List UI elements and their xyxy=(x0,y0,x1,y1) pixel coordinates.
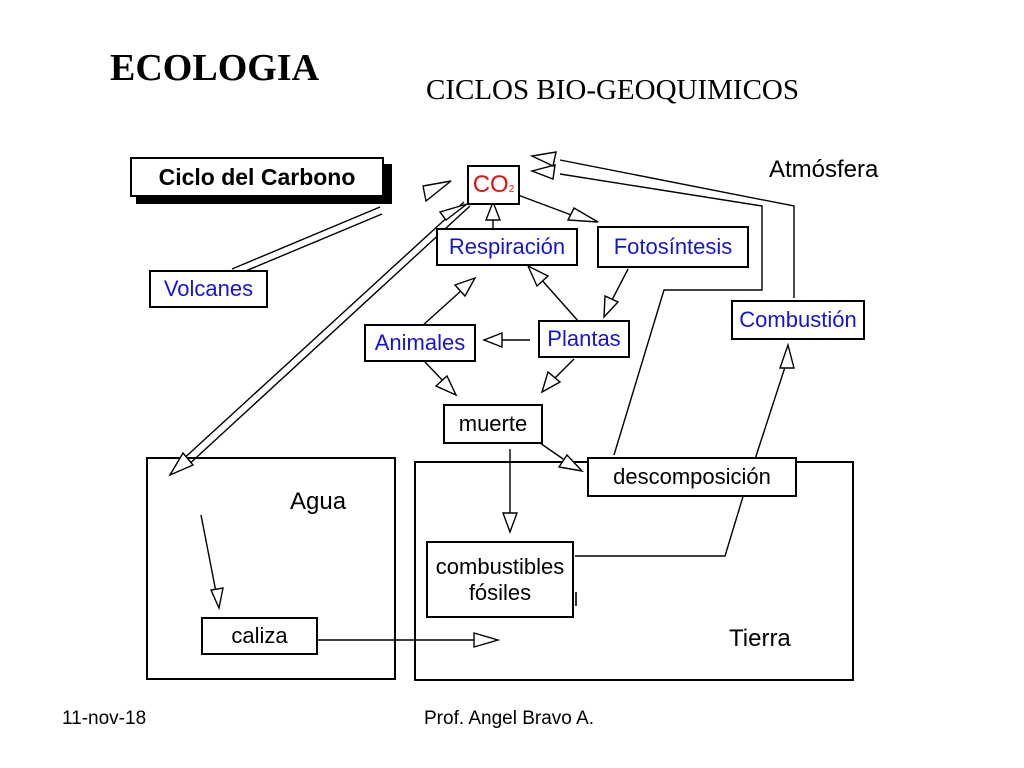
arrow-fotosintesis-plantas xyxy=(611,268,629,301)
arrow-plantas-muerte xyxy=(554,358,575,379)
arrow-animales-respiracion xyxy=(421,289,463,327)
water-region xyxy=(146,457,396,680)
animals-label: Animales xyxy=(374,330,466,356)
footer-date: 11-nov-18 xyxy=(62,708,147,729)
arrow-fosiles-combustion xyxy=(575,363,787,557)
arrow-combustion-co2 xyxy=(559,159,795,298)
arrowhead-agua xyxy=(168,451,195,477)
fossil-fuels-label-line2: fósiles xyxy=(468,579,532,605)
arrow-agua-caliza xyxy=(200,514,217,593)
water-label: Agua xyxy=(290,488,347,515)
decomposition-node: descomposición xyxy=(587,457,797,497)
fossil-fuels-node: combustibles fósiles xyxy=(426,541,574,618)
page-subtitle: CICLOS BIO-GEOQUIMICOS xyxy=(426,74,799,106)
death-node: muerte xyxy=(443,404,543,444)
arrow-descomposicion-co2 xyxy=(559,173,763,456)
combustion-label: Combustión xyxy=(739,307,857,333)
photosynthesis-label: Fotosíntesis xyxy=(613,234,733,260)
plants-label: Plantas xyxy=(547,326,621,352)
cycle-title-box: Ciclo del Carbono xyxy=(130,157,384,197)
co2-label: CO xyxy=(472,171,509,199)
volcanoes-label: Volcanes xyxy=(163,276,254,302)
arrowhead-co2-from-agua xyxy=(438,203,468,221)
fossil-fuels-label-line1: combustibles xyxy=(435,554,565,580)
respiration-label: Respiración xyxy=(448,234,566,260)
footer-author: Prof. Angel Bravo A. xyxy=(424,708,595,729)
land-label: Tierra xyxy=(729,625,791,652)
decomposition-label: descomposición xyxy=(613,464,771,490)
co2-subscript: 2 xyxy=(508,183,515,195)
limestone-node: caliza xyxy=(201,617,318,655)
respiration-node: Respiración xyxy=(436,228,578,266)
page-title: ECOLOGIA xyxy=(110,47,320,89)
photosynthesis-node: Fotosíntesis xyxy=(597,226,749,268)
limestone-label: caliza xyxy=(231,623,288,649)
volcanoes-node: Volcanes xyxy=(149,270,268,308)
plants-node: Plantas xyxy=(538,320,630,358)
cycle-title: Ciclo del Carbono xyxy=(158,163,356,190)
arrow-co2-agua xyxy=(179,201,465,463)
arrow-volcanes-co2 xyxy=(231,206,381,270)
combustion-node: Combustión xyxy=(731,300,865,340)
arrowhead-co2 xyxy=(422,180,452,203)
atmosphere-label: Atmósfera xyxy=(769,156,879,183)
death-label: muerte xyxy=(458,411,528,437)
animals-node: Animales xyxy=(364,324,476,362)
arrow-plantas-respiracion xyxy=(539,277,580,323)
arrow-muerte-descomposicion xyxy=(539,442,567,462)
